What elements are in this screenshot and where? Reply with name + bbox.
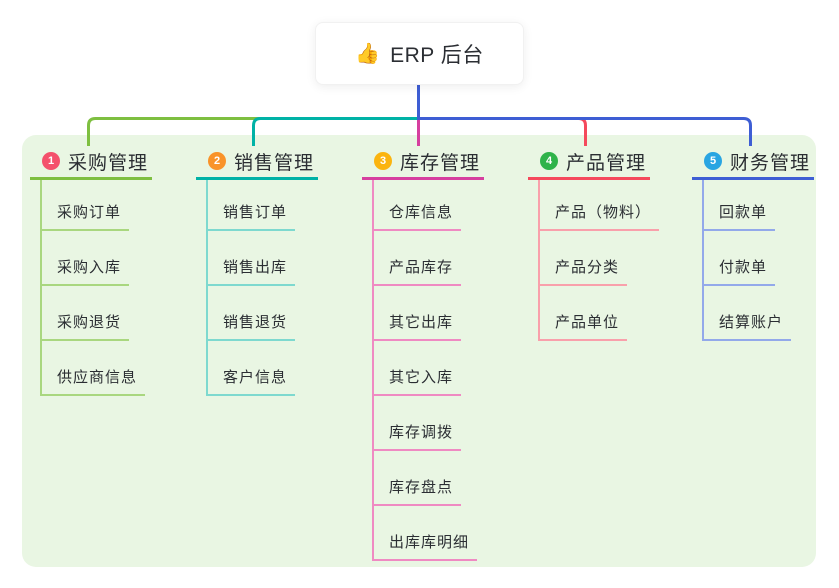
branch-children: 仓库信息产品库存其它出库其它入库库存调拨库存盘点出库库明细: [372, 176, 478, 561]
root-node-title: ERP 后台: [390, 43, 484, 67]
child-node-label: 供应商信息: [40, 366, 146, 396]
branch-trunk-line: [40, 180, 42, 396]
branch-header-产品管理[interactable]: 4 产品管理: [528, 145, 650, 180]
child-node-label: 客户信息: [206, 366, 296, 396]
child-node[interactable]: 销售退货: [206, 286, 296, 341]
child-node-label: 付款单: [702, 256, 776, 286]
branch-trunk-line: [372, 180, 374, 561]
branch-number-badge: 1: [42, 152, 60, 170]
child-node[interactable]: 其它入库: [372, 341, 477, 396]
child-node[interactable]: 采购入库: [40, 231, 145, 286]
branch-label: 财务管理: [730, 152, 811, 174]
child-node-label: 其它入库: [372, 366, 462, 396]
child-node-label: 销售出库: [206, 256, 296, 286]
branch-number-badge: 5: [704, 152, 722, 170]
child-node[interactable]: 库存盘点: [372, 451, 477, 506]
branch-label: 产品管理: [566, 152, 647, 174]
child-node-label: 出库库明细: [372, 531, 478, 561]
branch-header-采购管理[interactable]: 1 采购管理: [30, 145, 152, 180]
thumbs-up-icon: 👍: [355, 42, 381, 65]
branch-销售管理: 2 销售管理销售订单销售出库销售退货客户信息: [196, 145, 366, 396]
child-node[interactable]: 产品单位: [538, 286, 659, 341]
child-node[interactable]: 产品（物料）: [538, 176, 660, 231]
child-node-label: 销售订单: [206, 201, 296, 231]
branch-采购管理: 1 采购管理采购订单采购入库采购退货供应商信息: [30, 145, 200, 396]
child-node[interactable]: 结算账户: [702, 286, 792, 341]
child-node[interactable]: 付款单: [702, 231, 791, 286]
branch-trunk-line: [702, 180, 704, 341]
child-node-label: 产品分类: [538, 256, 628, 286]
branch-number-badge: 2: [208, 152, 226, 170]
child-node-label: 采购退货: [40, 311, 130, 341]
branch-header-库存管理[interactable]: 3 库存管理: [362, 145, 484, 180]
branch-trunk-line: [538, 180, 540, 341]
branch-label: 销售管理: [234, 152, 315, 174]
child-node-label: 库存调拨: [372, 421, 462, 451]
child-node-label: 产品（物料）: [538, 201, 660, 231]
child-node[interactable]: 销售订单: [206, 176, 296, 231]
branch-产品管理: 4 产品管理产品（物料） 产品分类产品单位: [528, 145, 698, 341]
branch-number-badge: 4: [540, 152, 558, 170]
child-node[interactable]: 仓库信息: [372, 176, 477, 231]
child-node-label: 其它出库: [372, 311, 462, 341]
branch-label: 采购管理: [68, 152, 149, 174]
child-node[interactable]: 供应商信息: [40, 341, 146, 396]
child-node-label: 销售退货: [206, 311, 296, 341]
child-node[interactable]: 销售出库: [206, 231, 296, 286]
child-node-label: 仓库信息: [372, 201, 462, 231]
child-node[interactable]: 库存调拨: [372, 396, 477, 451]
child-node-label: 产品单位: [538, 311, 628, 341]
branch-children: 销售订单销售出库销售退货客户信息: [206, 176, 296, 396]
child-node-label: 采购订单: [40, 201, 130, 231]
child-node[interactable]: 回款单: [702, 176, 791, 231]
branch-number-badge: 3: [374, 152, 392, 170]
child-node-label: 结算账户: [702, 311, 792, 341]
child-node-label: 产品库存: [372, 256, 462, 286]
branch-children: 回款单付款单结算账户: [702, 176, 792, 341]
child-node-label: 库存盘点: [372, 476, 462, 506]
child-node-label: 回款单: [702, 201, 776, 231]
branch-财务管理: 5 财务管理回款单付款单结算账户: [692, 145, 839, 341]
branch-header-销售管理[interactable]: 2 销售管理: [196, 145, 318, 180]
child-node[interactable]: 出库库明细: [372, 506, 478, 561]
branch-header-财务管理[interactable]: 5 财务管理: [692, 145, 814, 180]
child-node[interactable]: 产品分类: [538, 231, 659, 286]
child-node[interactable]: 采购订单: [40, 176, 145, 231]
child-node[interactable]: 其它出库: [372, 286, 477, 341]
branches-panel: [22, 135, 816, 567]
branch-children: 产品（物料） 产品分类产品单位: [538, 176, 660, 341]
branch-库存管理: 3 库存管理仓库信息产品库存其它出库其它入库库存调拨库存盘点出库库明细: [362, 145, 532, 561]
root-node[interactable]: 👍 ERP 后台: [315, 22, 524, 85]
child-node-label: 采购入库: [40, 256, 130, 286]
branch-label: 库存管理: [400, 152, 481, 174]
branch-children: 采购订单采购入库采购退货供应商信息: [40, 176, 146, 396]
child-node[interactable]: 采购退货: [40, 286, 145, 341]
branch-trunk-line: [206, 180, 208, 396]
child-node[interactable]: 客户信息: [206, 341, 296, 396]
child-node[interactable]: 产品库存: [372, 231, 477, 286]
